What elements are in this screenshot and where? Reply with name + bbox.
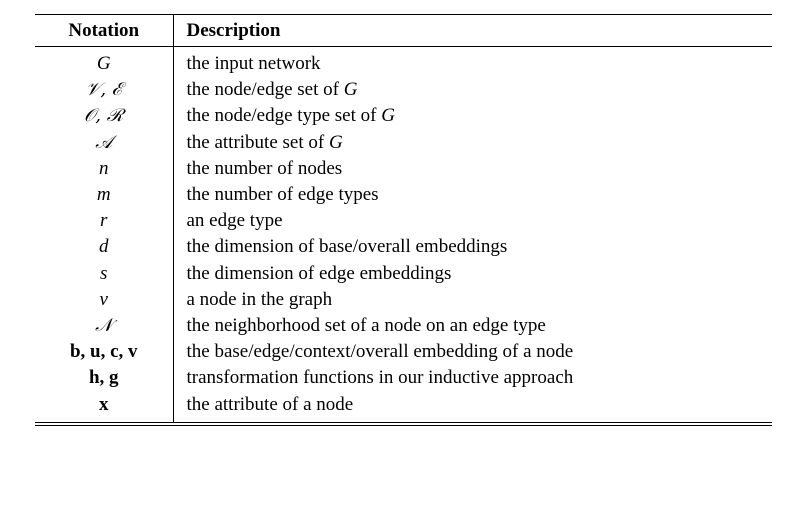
header-notation: Notation <box>35 15 174 47</box>
description-text: the base/edge/context/overall embedding … <box>186 341 574 363</box>
description-text: an edge type <box>186 210 283 232</box>
table-row: 𝒱, ℰ the node/edge set of G <box>35 77 772 104</box>
description-text: the number of edge types <box>186 184 379 206</box>
description-cell: the input network <box>173 47 772 78</box>
notation-cell: h, g <box>35 365 174 392</box>
notation-cell: x <box>35 391 174 422</box>
table-row: h, g transformation functions in our ind… <box>35 365 772 392</box>
description-cell: the node/edge type set of G <box>173 103 772 129</box>
table-row: m the number of edge types <box>35 182 772 209</box>
description-cell: the number of nodes <box>173 156 772 182</box>
notation-cell: G <box>35 46 174 78</box>
description-cell: an edge type <box>173 208 772 234</box>
description-cell: the attribute of a node <box>173 392 772 422</box>
description-text: transformation functions in our inductiv… <box>186 367 574 389</box>
description-text: the node/edge set of G <box>186 79 358 101</box>
notation-cell: r <box>35 208 174 235</box>
notation-cell: 𝒱, ℰ <box>35 77 174 104</box>
table-row: 𝒜 the attribute set of G <box>35 129 772 156</box>
table-row: 𝒪, ℛ the node/edge type set of G <box>35 103 772 130</box>
header-description: Description <box>173 15 772 47</box>
notation-table: Notation Description G the input network… <box>35 15 772 422</box>
notation-cell: 𝒩 <box>35 313 174 340</box>
description-cell: the attribute set of G <box>173 130 772 156</box>
notation-table-container: Notation Description G the input network… <box>35 14 772 426</box>
description-text: the number of nodes <box>186 157 343 179</box>
notation-cell: s <box>35 260 174 287</box>
bottom-double-rule <box>35 421 772 426</box>
symbol-g: G <box>343 79 358 101</box>
description-text: a node in the graph <box>186 288 333 310</box>
top-rule <box>35 14 772 15</box>
description-cell: the node/edge set of G <box>173 77 772 103</box>
notation-cell: n <box>35 155 174 183</box>
table-row: r an edge type <box>35 208 772 235</box>
table-header-row: Notation Description <box>35 15 772 47</box>
table-row: b, u, c, v the base/edge/context/overall… <box>35 339 772 366</box>
table-row: G the input network <box>35 46 772 78</box>
table-body: G the input network 𝒱, ℰ the node/edge s… <box>35 46 772 422</box>
symbol-g: G <box>328 131 343 153</box>
description-text: the dimension of edge embeddings <box>186 262 452 284</box>
description-cell: the base/edge/context/overall embedding … <box>173 339 772 365</box>
description-cell: the dimension of base/overall embeddings <box>173 234 772 260</box>
description-text: the attribute of a node <box>186 393 354 415</box>
notation-cell: m <box>35 182 174 209</box>
description-text: the node/edge type set of G <box>186 105 395 127</box>
description-cell: the neighborhood set of a node on an edg… <box>173 313 772 339</box>
description-cell: the number of edge types <box>173 182 772 208</box>
table-row: x the attribute of a node <box>35 391 772 422</box>
description-text: the attribute set of G <box>186 131 343 153</box>
table-row: d the dimension of base/overall embeddin… <box>35 234 772 261</box>
table-row: v a node in the graph <box>35 286 772 314</box>
notation-cell: 𝒜 <box>35 129 174 156</box>
description-cell: transformation functions in our inductiv… <box>173 365 772 391</box>
description-cell: the dimension of edge embeddings <box>173 261 772 287</box>
notation-cell: v <box>35 286 174 314</box>
description-text: the neighborhood set of a node on an edg… <box>186 315 546 337</box>
notation-cell: b, u, c, v <box>35 339 174 366</box>
table-row: 𝒩 the neighborhood set of a node on an e… <box>35 313 772 340</box>
notation-cell: d <box>35 234 174 261</box>
description-text: the dimension of base/overall embeddings <box>186 236 508 258</box>
description-text: the input network <box>186 53 321 74</box>
notation-cell: 𝒪, ℛ <box>35 103 174 130</box>
table-row: s the dimension of edge embeddings <box>35 260 772 287</box>
table-row: n the number of nodes <box>35 155 772 183</box>
symbol-g: G <box>381 105 395 127</box>
description-cell: a node in the graph <box>173 287 772 313</box>
